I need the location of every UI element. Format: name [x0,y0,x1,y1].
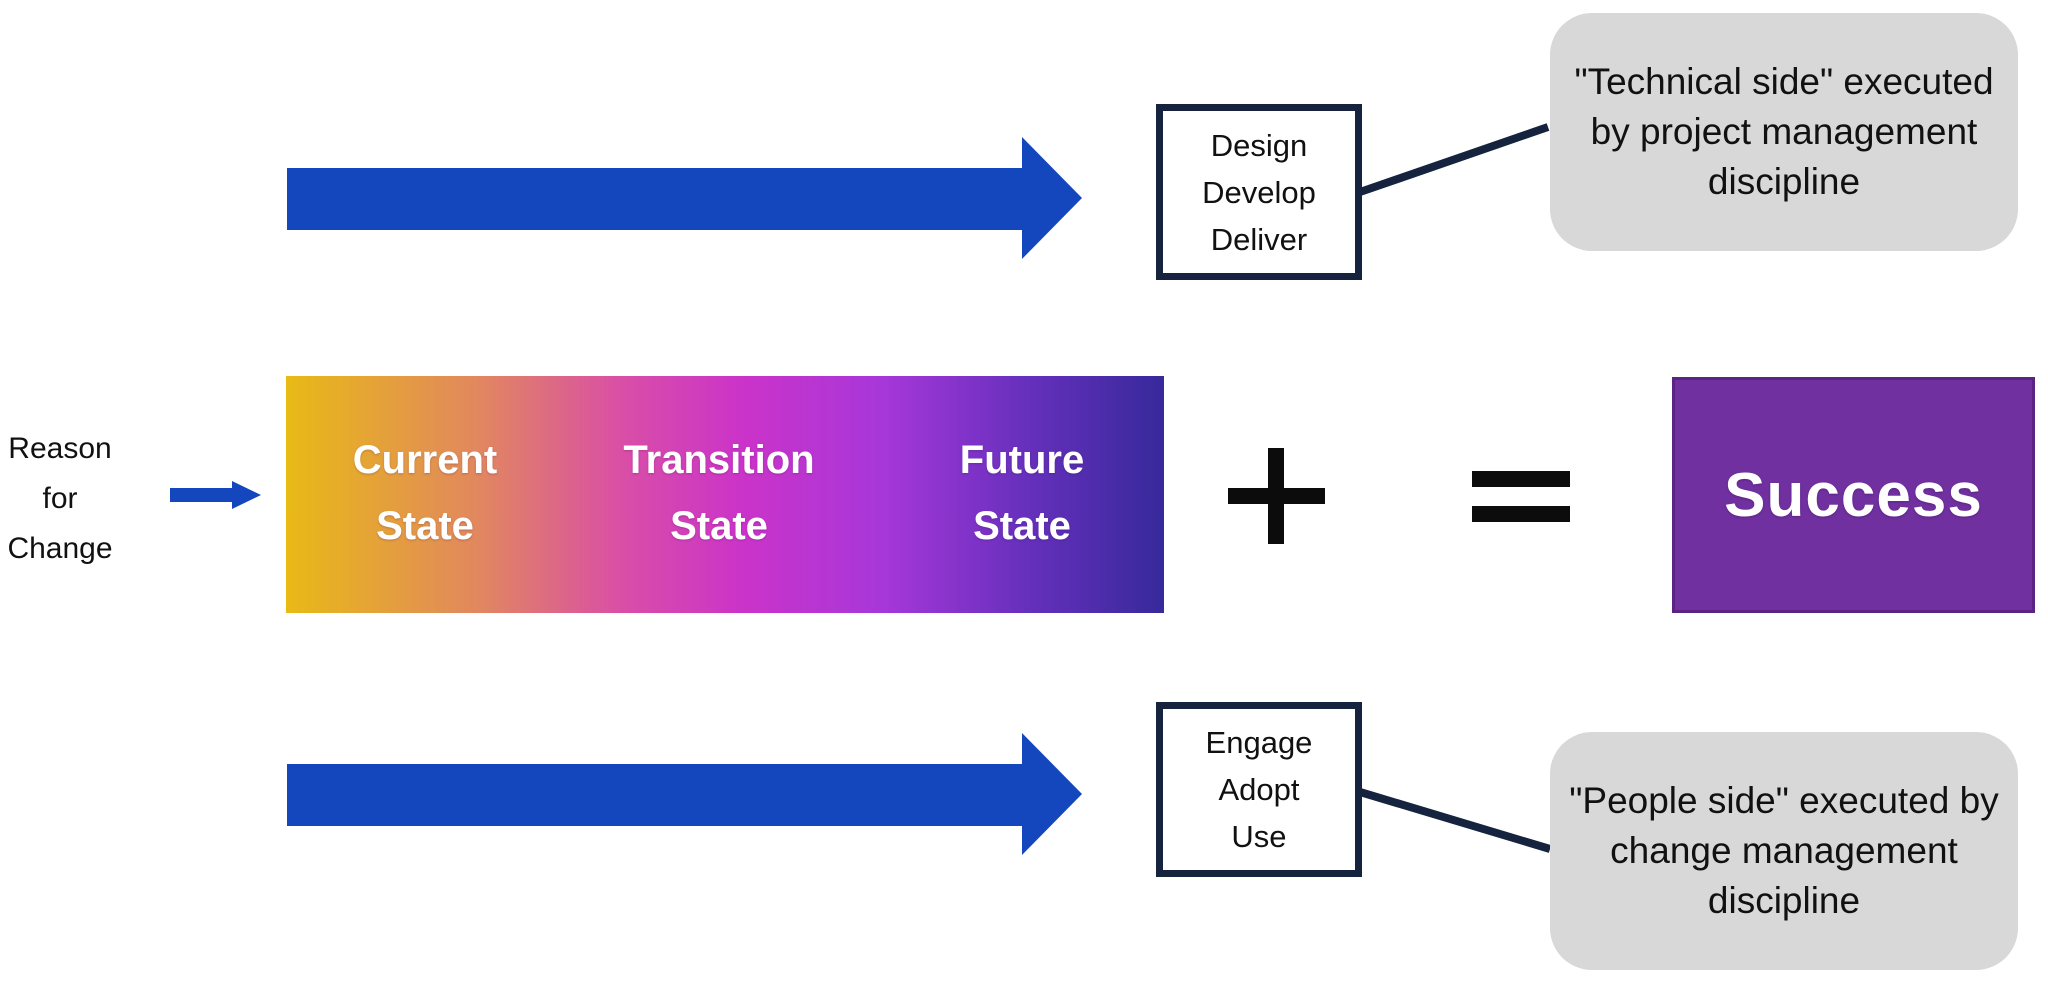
arrow-shaft [287,764,1022,826]
note-line: discipline [1707,880,1861,921]
technical-side-note: "Technical side" executed by project man… [1550,13,2018,251]
note-line: by project management [1590,111,1978,152]
arrow-head [1022,137,1082,259]
technical-track-arrow-icon [287,137,1082,259]
people-side-note: "People side" executed by change managem… [1550,732,2018,970]
equals-icon [1472,471,1570,522]
stage-line: Future [959,438,1085,482]
box-line: Deliver [1210,221,1308,257]
reason-for-change-label: Reason for Change [2,424,118,574]
box-line: Develop [1202,174,1316,210]
success-box: Success [1672,377,2035,613]
box-line: Use [1231,819,1287,854]
box-line: Design [1210,127,1308,163]
stage-line: State [973,504,1071,548]
note-line: "People side" executed by [1569,780,1999,821]
arrow-head [1022,733,1082,855]
note-line: "Technical side" executed [1574,61,1994,102]
reason-line-2: for [42,482,78,515]
design-develop-deliver-box: Design Develop Deliver [1156,104,1362,280]
current-state-label: Current State [305,427,545,559]
success-label: Success [1724,460,1983,530]
arrow-head [232,481,261,509]
state-transition-bar: Current State Transition State Future St… [286,376,1164,613]
stage-line: Transition [623,438,815,482]
future-state-label: Future State [902,427,1142,559]
people-track-arrow-icon [287,733,1082,855]
stage-line: State [376,504,474,548]
reason-line-3: Change [7,532,113,565]
box-line: Engage [1205,725,1313,760]
engage-adopt-use-box: Engage Adopt Use [1156,702,1362,877]
stage-line: State [670,504,768,548]
arrow-shaft [170,488,232,502]
note-line: change management [1610,830,1958,871]
note-line: discipline [1707,161,1861,202]
transition-state-label: Transition State [599,427,839,559]
right-arrow-icon [170,481,262,509]
box-line: Adopt [1218,772,1300,807]
plus-icon [1228,448,1325,544]
stage-line: Current [352,438,498,482]
reason-line-1: Reason [8,432,112,465]
arrow-shaft [287,168,1022,230]
